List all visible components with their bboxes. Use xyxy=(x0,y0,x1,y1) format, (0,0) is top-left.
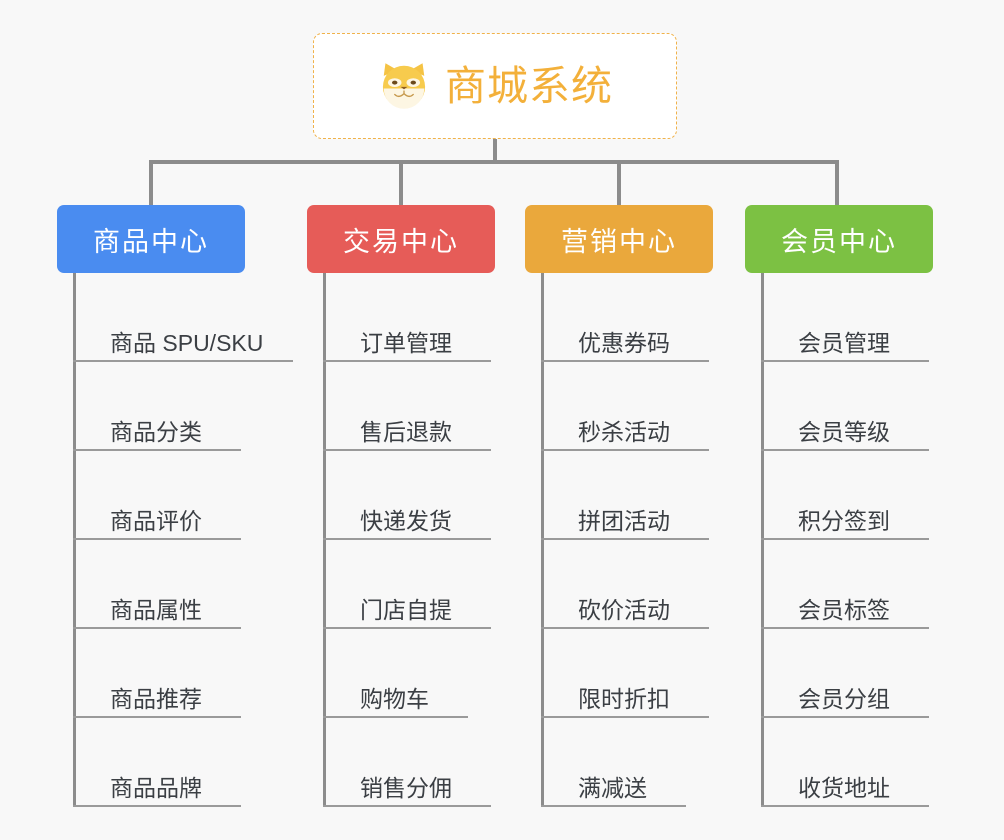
list-item[interactable]: 商品分类 xyxy=(73,362,245,451)
leaf-label: 会员标签 xyxy=(798,596,890,623)
column-member-center: 会员中心 会员管理 会员等级 积分签到 会员标签 会员分组 xyxy=(745,205,933,807)
leaf-underline xyxy=(541,716,709,718)
list-item[interactable]: 商品品牌 xyxy=(73,718,245,807)
list-item[interactable]: 会员等级 xyxy=(761,362,933,451)
leaf-underline xyxy=(541,538,709,540)
leaf-underline xyxy=(73,538,241,540)
leaf-underline xyxy=(541,627,709,629)
leaf-label: 商品分类 xyxy=(110,418,202,445)
list-item[interactable]: 销售分佣 xyxy=(323,718,495,807)
leaf-label: 会员等级 xyxy=(798,418,890,445)
category-header-trade-center[interactable]: 交易中心 xyxy=(307,205,495,273)
category-header-member-center[interactable]: 会员中心 xyxy=(745,205,933,273)
leaf-underline xyxy=(541,360,709,362)
list-item[interactable]: 收货地址 xyxy=(761,718,933,807)
category-title: 交易中心 xyxy=(343,226,459,257)
column-trade-center: 交易中心 订单管理 售后退款 快递发货 门店自提 购物车 xyxy=(307,205,495,807)
list-item[interactable]: 砍价活动 xyxy=(541,540,713,629)
list-item[interactable]: 满减送 xyxy=(541,718,713,807)
list-item[interactable]: 秒杀活动 xyxy=(541,362,713,451)
leaf-underline xyxy=(761,360,929,362)
leaf-underline xyxy=(323,627,491,629)
leaf-list-member-center: 会员管理 会员等级 积分签到 会员标签 会员分组 收货地址 xyxy=(761,273,933,807)
category-title: 商品中心 xyxy=(93,226,209,257)
connector-drop-member-center xyxy=(835,160,839,207)
list-item[interactable]: 商品推荐 xyxy=(73,629,245,718)
leaf-label: 商品推荐 xyxy=(110,685,202,712)
list-item[interactable]: 订单管理 xyxy=(323,273,495,362)
list-item[interactable]: 优惠券码 xyxy=(541,273,713,362)
leaf-underline xyxy=(73,627,241,629)
leaf-label: 门店自提 xyxy=(360,596,452,623)
leaf-label: 商品 SPU/SKU xyxy=(110,329,264,356)
root-node[interactable]: 商城系统 xyxy=(313,33,677,139)
leaf-underline xyxy=(73,449,241,451)
column-marketing-center: 营销中心 优惠券码 秒杀活动 拼团活动 砍价活动 限时折扣 xyxy=(525,205,713,807)
list-item[interactable]: 积分签到 xyxy=(761,451,933,540)
leaf-label: 拼团活动 xyxy=(578,507,670,534)
list-item[interactable]: 会员标签 xyxy=(761,540,933,629)
leaf-label: 优惠券码 xyxy=(578,329,670,356)
list-item[interactable]: 快递发货 xyxy=(323,451,495,540)
category-title: 会员中心 xyxy=(781,226,897,257)
leaf-underline xyxy=(761,716,929,718)
leaf-underline xyxy=(541,449,709,451)
leaf-underline xyxy=(761,627,929,629)
leaf-underline xyxy=(73,360,293,362)
leaf-underline xyxy=(323,805,491,807)
root-title: 商城系统 xyxy=(445,62,613,109)
leaf-label: 快递发货 xyxy=(360,507,452,534)
leaf-label: 销售分佣 xyxy=(360,774,452,801)
list-item[interactable]: 门店自提 xyxy=(323,540,495,629)
connector-bus xyxy=(149,160,839,164)
leaf-list-trade-center: 订单管理 售后退款 快递发货 门店自提 购物车 销售分佣 xyxy=(323,273,495,807)
list-item[interactable]: 购物车 xyxy=(323,629,495,718)
leaf-underline xyxy=(761,449,929,451)
category-header-marketing-center[interactable]: 营销中心 xyxy=(525,205,713,273)
leaf-underline xyxy=(761,538,929,540)
leaf-label: 限时折扣 xyxy=(578,685,670,712)
leaf-label: 收货地址 xyxy=(798,774,890,801)
leaf-label: 会员分组 xyxy=(798,685,890,712)
leaf-label: 商品属性 xyxy=(110,596,202,623)
leaf-label: 订单管理 xyxy=(360,329,452,356)
leaf-label: 商品品牌 xyxy=(110,774,202,801)
connector-drop-product-center xyxy=(149,160,153,207)
list-item[interactable]: 会员分组 xyxy=(761,629,933,718)
leaf-underline xyxy=(541,805,686,807)
connector-root-stem xyxy=(493,139,497,162)
list-item[interactable]: 商品 SPU/SKU xyxy=(73,273,293,362)
leaf-list-marketing-center: 优惠券码 秒杀活动 拼团活动 砍价活动 限时折扣 满减送 xyxy=(541,273,713,807)
leaf-underline xyxy=(323,716,468,718)
leaf-label: 满减送 xyxy=(578,774,647,801)
leaf-label: 砍价活动 xyxy=(578,596,670,623)
category-header-product-center[interactable]: 商品中心 xyxy=(57,205,245,273)
leaf-underline xyxy=(323,538,491,540)
list-item[interactable]: 商品属性 xyxy=(73,540,245,629)
leaf-underline xyxy=(73,716,241,718)
shiba-dog-face-icon xyxy=(382,63,426,109)
connector-drop-marketing-center xyxy=(617,160,621,207)
leaf-underline xyxy=(761,805,929,807)
leaf-label: 售后退款 xyxy=(360,418,452,445)
leaf-label: 秒杀活动 xyxy=(578,418,670,445)
category-title: 营销中心 xyxy=(561,226,677,257)
list-item[interactable]: 商品评价 xyxy=(73,451,245,540)
leaf-list-product-center: 商品 SPU/SKU 商品分类 商品评价 商品属性 商品推荐 商品品牌 xyxy=(73,273,293,807)
leaf-label: 购物车 xyxy=(360,685,429,712)
leaf-label: 商品评价 xyxy=(110,507,202,534)
connector-drop-trade-center xyxy=(399,160,403,207)
leaf-label: 会员管理 xyxy=(798,329,890,356)
list-item[interactable]: 限时折扣 xyxy=(541,629,713,718)
column-product-center: 商品中心 商品 SPU/SKU 商品分类 商品评价 商品属性 商品推荐 xyxy=(57,205,293,807)
list-item[interactable]: 会员管理 xyxy=(761,273,933,362)
leaf-underline xyxy=(73,805,241,807)
list-item[interactable]: 售后退款 xyxy=(323,362,495,451)
leaf-underline xyxy=(323,449,491,451)
list-item[interactable]: 拼团活动 xyxy=(541,451,713,540)
leaf-label: 积分签到 xyxy=(798,507,890,534)
leaf-underline xyxy=(323,360,491,362)
